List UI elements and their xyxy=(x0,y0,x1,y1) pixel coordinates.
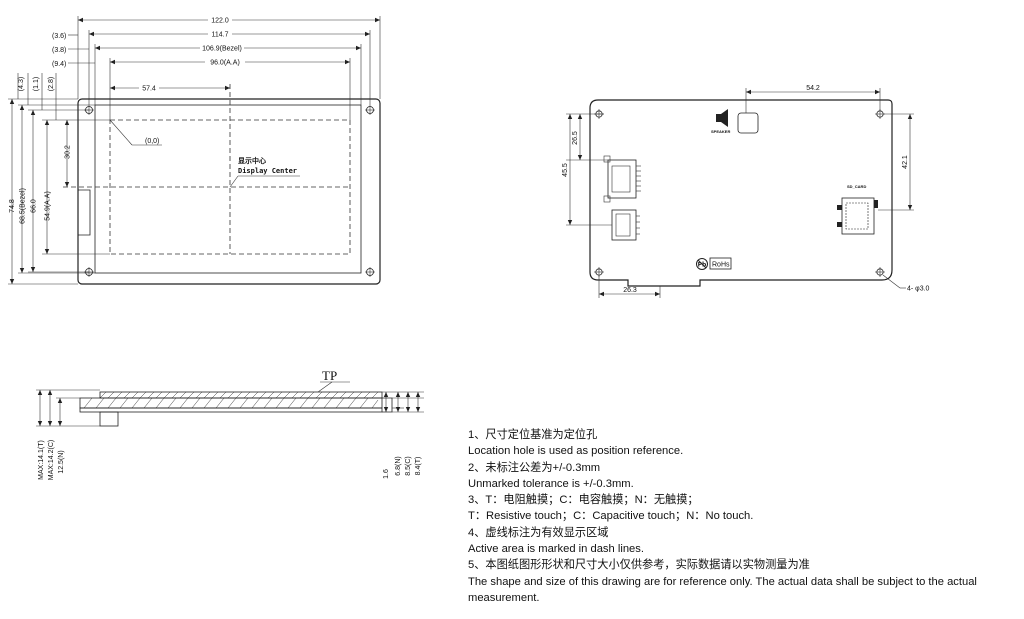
dim-back-right: 42.1 xyxy=(902,155,909,169)
svg-text:Pb: Pb xyxy=(698,262,707,269)
dim-back-left-outer: 45.5 xyxy=(562,163,569,177)
dim-hole-height: 66.0 xyxy=(31,199,38,213)
dim-bezel-height: 68.5(Bezel) xyxy=(20,188,27,224)
dim-offset-3: (9.4) xyxy=(52,61,66,68)
dim-offset-1: (3.6) xyxy=(52,33,66,40)
dim-left-offset-1: (4.3) xyxy=(18,77,25,91)
dim-overall-height: 74.8 xyxy=(9,199,16,213)
back-board-outline xyxy=(589,99,893,287)
dim-offset-2: (3.8) xyxy=(52,47,66,54)
sd-card-label: SD_CARD xyxy=(847,184,866,189)
note-2-en: Unmarked tolerance is +/-0.3mm. xyxy=(468,477,634,490)
side-dim-1-6: 1.6 xyxy=(383,469,390,479)
dim-bezel-width: 106.9(Bezel) xyxy=(202,46,242,53)
notes-block: 1、尺寸定位基准为定位孔 Location hole is used as po… xyxy=(468,427,1020,606)
sd-card-slot xyxy=(837,197,878,235)
side-dim-6-8: 6.8(N) xyxy=(395,456,402,475)
note-2-cn: 2、未标注公差为+/-0.3mm xyxy=(468,461,601,474)
dim-back-bottom: 26.3 xyxy=(623,287,637,294)
speaker-component xyxy=(737,112,759,134)
speaker-label: SPEAKER xyxy=(711,129,730,134)
mount-hole xyxy=(594,267,604,277)
side-view: TP MAX:14.1(T) MAX:14.2(C) 12.5(N) 1.6 6… xyxy=(36,368,424,480)
tp-label: TP xyxy=(322,368,337,383)
front-outline xyxy=(77,98,381,285)
note-1-en: Location hole is used as position refere… xyxy=(468,445,684,458)
mount-hole xyxy=(365,267,375,277)
mount-hole xyxy=(365,105,375,115)
note-5-en: The shape and size of this drawing are f… xyxy=(468,575,977,604)
note-1-cn: 1、尺寸定位基准为定位孔 xyxy=(468,429,598,441)
note-3-en: T：Resistive touch；C：Capacitive touch；N：N… xyxy=(468,510,754,523)
note-5-cn: 5、本图纸图形形状和尺寸大小仅供参考，实际数据请以实物测量为准 xyxy=(468,559,810,572)
side-dim-n: 12.5(N) xyxy=(58,450,65,473)
rohs-logo: Pb xyxy=(696,258,708,270)
dim-back-top: 54.2 xyxy=(806,85,820,92)
dim-center-y: 30.2 xyxy=(65,145,72,159)
bezel-outline xyxy=(94,104,362,274)
lcd-layer xyxy=(79,397,383,409)
display-center-cn: 显示中心 xyxy=(238,156,266,165)
dim-left-offset-3: (2.8) xyxy=(48,77,55,91)
dim-active-height: 54.9(A.A) xyxy=(45,191,52,221)
dim-left-offset-2: (1.1) xyxy=(33,77,40,91)
back-view: SPEAKER 54.2 42.1 xyxy=(562,85,930,298)
side-dim-8-4: 8.4(T) xyxy=(415,457,422,476)
dim-center-x: 57.4 xyxy=(142,86,156,93)
hole-spec: 4- φ3.0 xyxy=(907,286,930,293)
note-4-en: Active area is marked in dash lines. xyxy=(468,543,644,556)
side-dim-max-t: MAX:14.1(T) xyxy=(38,440,45,480)
display-center-en: Display Center xyxy=(238,167,297,175)
note-3-cn: 3、T：电阻触摸；C：电容触摸；N：无触摸； xyxy=(468,494,699,507)
dim-active-width: 96.0(A.A) xyxy=(210,60,240,67)
dim-hole-width: 114.7 xyxy=(212,32,229,39)
origin-label: (0,0) xyxy=(145,138,159,145)
right-step xyxy=(382,397,393,413)
side-dim-max-c: MAX:14.2(C) xyxy=(48,440,55,480)
side-dim-8-5: 8.5(C) xyxy=(405,456,412,475)
dim-back-left-inner: 26.5 xyxy=(572,131,579,145)
rohs-label: RoHs xyxy=(712,262,730,269)
mount-hole xyxy=(875,267,885,277)
dim-overall-width: 122.0 xyxy=(211,18,229,25)
mount-hole xyxy=(875,109,885,119)
pcb-layer xyxy=(79,407,383,413)
fpc-connector xyxy=(603,155,641,203)
note-4-cn: 4、虚线标注为有效显示区域 xyxy=(468,526,609,539)
pin-connector xyxy=(611,209,640,241)
front-view: 122.0 114.7 106.9(Bezel) 96.0(A.A) 57.4 … xyxy=(8,16,381,285)
speaker-icon xyxy=(716,109,728,127)
component-block xyxy=(99,411,119,427)
edge-notch xyxy=(78,189,91,236)
